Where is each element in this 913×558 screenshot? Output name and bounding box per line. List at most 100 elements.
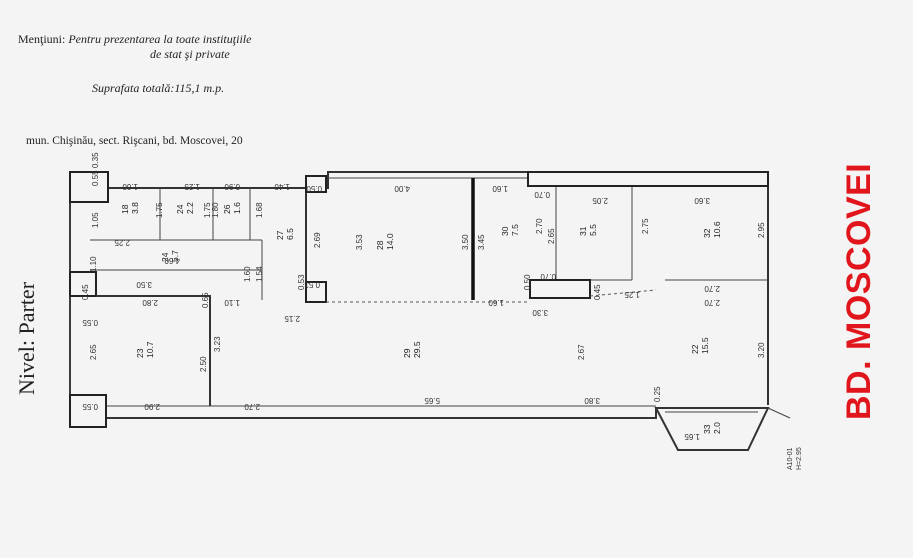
- dashed-line: [589, 289, 657, 297]
- dim: 1.60: [243, 266, 252, 282]
- room-24-num: 24: [175, 204, 185, 214]
- room-23-wall: [96, 295, 211, 406]
- column-block: [305, 175, 327, 193]
- room-29-area: 29.5: [412, 341, 422, 358]
- room-22-area: 15.5: [700, 337, 710, 354]
- dim: 1.05: [91, 212, 100, 228]
- dim: 0.45: [81, 284, 90, 300]
- dim: 1.25: [624, 290, 640, 299]
- stamp: A10-01 H=2.95: [787, 447, 803, 470]
- dim: 0.90: [224, 182, 240, 191]
- room-28-num: 28: [375, 240, 385, 250]
- total-area-note: Suprafata totală:115,1 m.p.: [92, 81, 225, 95]
- dim: 2.95: [757, 222, 766, 238]
- dim: 1.54: [255, 266, 264, 282]
- dim: 0.65: [201, 292, 210, 308]
- room-32-num: 32: [702, 228, 712, 238]
- room-24b-area: 5.7: [170, 250, 180, 262]
- mentiuni-note: Menţiuni: Pentru prezentarea la toate in…: [18, 32, 251, 47]
- room-27-num: 27: [275, 230, 285, 240]
- dim: 1.60: [492, 184, 508, 193]
- dim: 1.75: [155, 202, 164, 218]
- room-18-num: 18: [120, 204, 130, 214]
- room-32-area: 10.6: [712, 221, 722, 238]
- dim: 3.80: [584, 396, 600, 405]
- room-22-num: 22: [690, 344, 700, 354]
- dim: 2.05: [592, 196, 608, 205]
- stamp-line1: A10-01: [787, 447, 794, 470]
- dim: 2.70: [704, 298, 720, 307]
- dim: 5.65: [424, 396, 440, 405]
- dim: 2.65: [547, 228, 556, 244]
- column-block: [529, 279, 591, 299]
- dim: 2.80: [142, 298, 158, 307]
- dim: 1.80: [211, 202, 220, 218]
- bay-window: [654, 407, 770, 451]
- column-block: [69, 171, 109, 203]
- room-26-num: 26: [222, 204, 232, 214]
- dim: 3.30: [532, 308, 548, 317]
- room-27-area: 6.5: [285, 228, 295, 240]
- dim: 2.65: [89, 344, 98, 360]
- dim: 1.10: [89, 256, 98, 272]
- dim: 0.35: [91, 152, 100, 168]
- dim: 1.68: [255, 202, 264, 218]
- wall-return: [767, 407, 791, 419]
- room-31-area: 5.5: [588, 224, 598, 236]
- dim: 0.53: [297, 274, 306, 290]
- dim: 2.67: [577, 344, 586, 360]
- column-block: [69, 394, 107, 428]
- room-28-area: 14.0: [385, 233, 395, 250]
- dim: 0.45: [593, 284, 602, 300]
- south-wall: [70, 407, 768, 428]
- dim: 3.45: [477, 234, 486, 250]
- dim: 0.53: [304, 280, 320, 289]
- dim: 2.90: [144, 402, 160, 411]
- dim: 0.50: [523, 274, 532, 290]
- stamp-line2: H=2.95: [796, 447, 803, 470]
- mentiuni-line1: Pentru prezentarea la toate instituţiile: [68, 32, 252, 46]
- dim: 1.60: [122, 182, 138, 191]
- dim: 2.70: [244, 402, 260, 411]
- room-30-num: 30: [500, 226, 510, 236]
- room-31-num: 31: [578, 226, 588, 236]
- address-note: mun. Chişinău, sect. Rişcani, bd. Moscov…: [26, 135, 243, 147]
- dim: 3.53: [355, 234, 364, 250]
- dim: 3.60: [694, 196, 710, 205]
- room-24b-num: 24: [160, 252, 170, 262]
- dim: 2.15: [284, 314, 300, 323]
- room-23-area: 10.7: [145, 341, 155, 358]
- dim: 2.69: [313, 232, 322, 248]
- dim: 3.50: [136, 280, 152, 289]
- room-23-num: 23: [135, 348, 145, 358]
- dim: 1.10: [224, 298, 240, 307]
- room-24-area: 2.2: [185, 202, 195, 214]
- room-30-area: 7.5: [510, 224, 520, 236]
- room-18-area: 3.8: [130, 202, 140, 214]
- dim: 1.65: [684, 432, 700, 441]
- column-block: [527, 171, 769, 187]
- dim: 1.25: [184, 182, 200, 191]
- dim: 3.20: [757, 342, 766, 358]
- dim: 2.70: [535, 218, 544, 234]
- dim: 2.25: [114, 238, 130, 247]
- dim: 0.55: [82, 318, 98, 327]
- dim: 3.23: [213, 336, 222, 352]
- dim: 4.00: [394, 184, 410, 193]
- dim: 3.50: [461, 234, 470, 250]
- dim: 2.70: [704, 284, 720, 293]
- dim: 1.40: [274, 182, 290, 191]
- dim: 4.60: [164, 256, 180, 265]
- room-26-area: 1.6: [232, 202, 242, 214]
- dim: 0.55: [91, 170, 100, 186]
- dim: 2.50: [199, 356, 208, 372]
- column-block: [69, 271, 97, 297]
- room-33-area: 2.0: [712, 422, 722, 434]
- dim: 0.25: [653, 386, 662, 402]
- dim: 0.70: [534, 190, 550, 199]
- dim: 0.55: [82, 402, 98, 411]
- dim: 0.70: [540, 272, 556, 281]
- mentiuni-line2: de stat şi private: [150, 47, 230, 61]
